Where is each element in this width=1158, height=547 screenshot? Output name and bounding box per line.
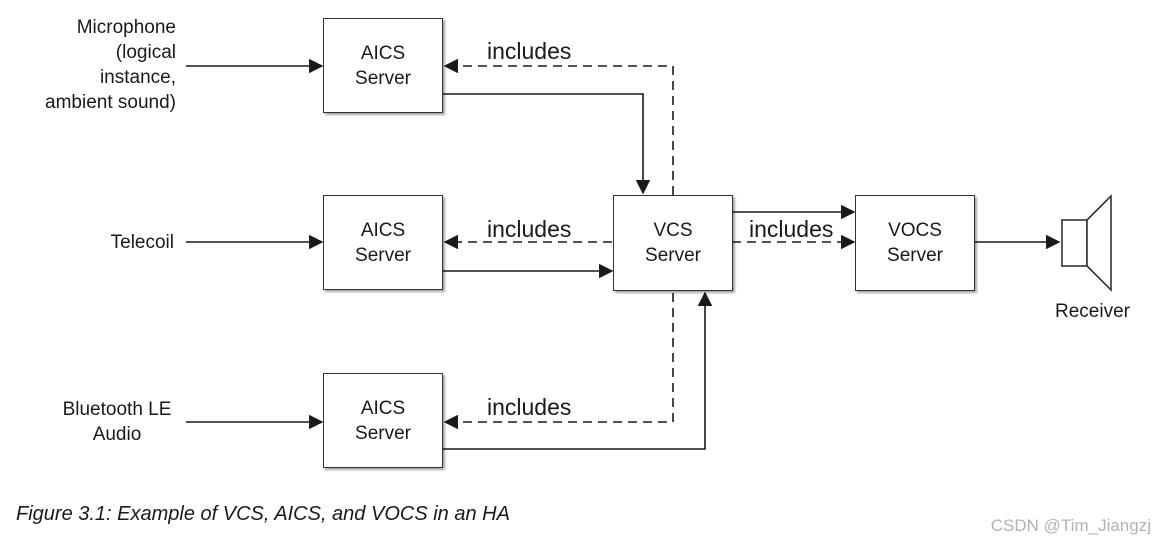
vcs-server: VCS Server <box>613 195 733 291</box>
dashed-includes-bot <box>443 293 674 430</box>
watermark: CSDN @Tim_Jiangzj <box>990 516 1151 535</box>
telecoil-label: Telecoil <box>110 232 174 253</box>
includes-label-right: includes <box>749 216 834 242</box>
aics-server-middle: AICS Server <box>323 195 443 290</box>
includes-label-top: includes <box>487 38 572 64</box>
bluetooth-label: Bluetooth LE Audio <box>62 399 172 445</box>
microphone-label: Microphone (logical instance, ambient so… <box>45 17 176 113</box>
figure-caption: Figure 3.1: Example of VCS, AICS, and VO… <box>16 503 510 525</box>
arrow-aics-bot-to-vcs <box>443 291 713 450</box>
includes-label-bottom: includes <box>487 394 572 420</box>
aics-server-bottom: AICS Server <box>323 373 443 468</box>
includes-label-middle: includes <box>487 216 572 242</box>
arrow-aics-top-to-vcs <box>443 93 651 195</box>
vocs-server: VOCS Server <box>855 195 975 291</box>
aics-server-top: AICS Server <box>323 18 443 113</box>
speaker-icon <box>1061 194 1112 292</box>
receiver-label: Receiver <box>1055 301 1130 322</box>
dashed-includes-top <box>443 58 674 195</box>
